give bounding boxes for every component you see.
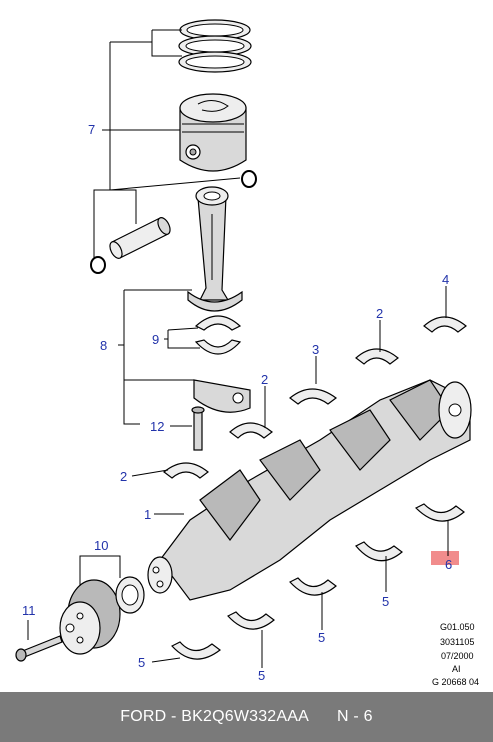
footer-page-number: N - 6 [337,708,373,725]
conrod-cap [193,379,251,413]
main-bearing-upper-2c [163,462,209,479]
highlight-marker [431,551,459,565]
callout-5-left: 5 [138,655,145,670]
leader-lines [27,29,449,668]
callout-12: 12 [150,419,164,434]
exploded-parts-diagram: 7 8 9 12 2 2 2 1 3 4 6 10 11 5 5 5 5 G01… [15,19,479,687]
callout-2-left: 2 [120,469,127,484]
piston-rings [178,19,252,73]
piston-pin [109,217,171,259]
callout-9: 9 [152,332,159,347]
connecting-rod [187,186,243,312]
circlips [90,170,257,274]
callout-1: 1 [144,507,151,522]
callout-11: 11 [22,603,36,618]
main-bearing-upper-4 [423,316,467,333]
ref-line-2: 3031105 [440,637,474,647]
main-bearing-thrust-3 [289,388,338,405]
callout-5-middle: 5 [318,630,325,645]
ref-line-3: 07/2000 [441,651,474,661]
callout-3: 3 [312,342,319,357]
callout-7: 7 [88,122,95,137]
callout-8: 8 [100,338,107,353]
callout-10: 10 [94,538,108,553]
callout-labels: 7 8 9 12 2 2 2 1 3 4 6 10 11 5 5 5 5 [22,122,452,683]
callout-6: 6 [445,557,452,572]
footer-bar: FORD - BK2Q6W332AAA N - 6 [0,692,493,742]
callout-4: 4 [442,272,449,287]
sprocket-bolt [15,635,63,662]
conrod-bolt [191,406,205,451]
ref-line-4: AI [452,664,461,674]
ref-line-5: G 20668 04 [432,677,479,687]
crankshaft-sprocket [59,576,145,655]
crankshaft [147,379,472,601]
reference-block: G01.050 3031105 07/2000 AI G 20668 04 [432,622,479,687]
piston [179,93,247,172]
callout-2-upper-right: 2 [376,306,383,321]
callout-2-middle: 2 [261,372,268,387]
callout-5-lower: 5 [258,668,265,683]
ref-line-1: G01.050 [440,622,475,632]
footer-part-number: FORD - BK2Q6W332AAA [120,708,310,725]
main-bearing-upper-2a [355,348,399,365]
callout-5-right: 5 [382,594,389,609]
main-bearing-upper-2b [229,422,273,439]
conrod-bearings [194,315,242,355]
main-bearing-lower [171,503,465,660]
